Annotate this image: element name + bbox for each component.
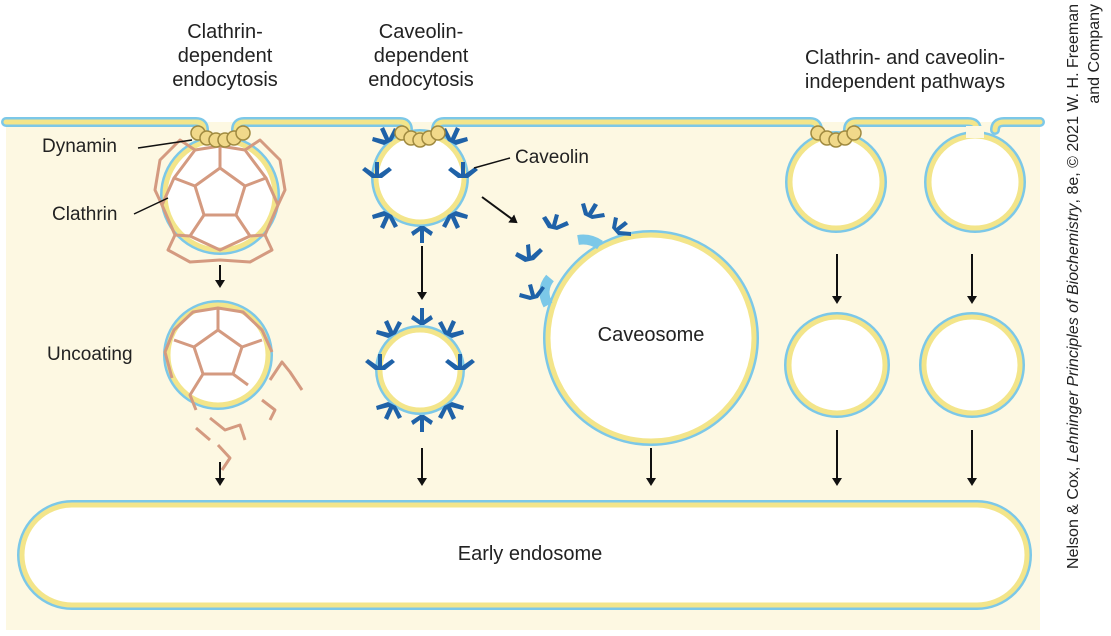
header-caveolin-dependent: Caveolin- dependent endocytosis bbox=[368, 21, 474, 91]
clathrin-label: Clathrin bbox=[52, 204, 118, 225]
leader-lines bbox=[133, 139, 511, 215]
dynamin-ring bbox=[394, 125, 446, 148]
independent-pit-2 bbox=[924, 126, 1026, 233]
independent-pit-1 bbox=[785, 125, 887, 233]
dynamin-ring bbox=[190, 125, 251, 148]
dynamin-label: Dynamin bbox=[42, 136, 117, 157]
clathrin-lattice bbox=[153, 138, 287, 264]
caveolin-coat bbox=[515, 203, 631, 300]
header-clathrin-dependent: Clathrin- dependent endocytosis bbox=[172, 21, 278, 91]
clathrin-coated-vesicle bbox=[153, 125, 287, 264]
plasma-membrane bbox=[1, 117, 1045, 135]
header-independent-pathways: Clathrin- and caveolin- independent path… bbox=[804, 47, 1006, 93]
caveolin-label: Caveolin bbox=[515, 147, 589, 168]
clathrin-leader bbox=[133, 197, 169, 215]
caveolin-vesicle bbox=[365, 308, 475, 432]
early-endosome bbox=[17, 500, 1032, 610]
caveolin-leader bbox=[473, 157, 511, 169]
caveolin-coated-pit bbox=[362, 125, 478, 243]
independent-vesicle-2 bbox=[919, 312, 1025, 418]
independent-vesicle-1 bbox=[784, 312, 890, 418]
uncoating-label: Uncoating bbox=[47, 344, 133, 365]
dynamin-leader bbox=[137, 139, 193, 149]
early-endosome-label: Early endosome bbox=[457, 543, 603, 565]
uncoating-vesicle bbox=[163, 300, 304, 471]
caveolin-coat bbox=[362, 127, 478, 243]
caveosome bbox=[515, 203, 759, 446]
arrows bbox=[215, 196, 977, 486]
caveosome-label: Caveosome bbox=[597, 324, 705, 346]
credit-line-2: and Company bbox=[1086, 4, 1103, 104]
arrow-caveolin-to-caveosome bbox=[481, 196, 518, 224]
credit-line-1: Nelson & Cox, Lehninger Principles of Bi… bbox=[1065, 4, 1082, 569]
credit-text: Nelson & Cox, Lehninger Principles of Bi… bbox=[1063, 4, 1105, 604]
dynamin-ring bbox=[810, 125, 862, 148]
clathrin-fragments bbox=[163, 306, 304, 471]
caveolin-coat bbox=[365, 308, 475, 432]
